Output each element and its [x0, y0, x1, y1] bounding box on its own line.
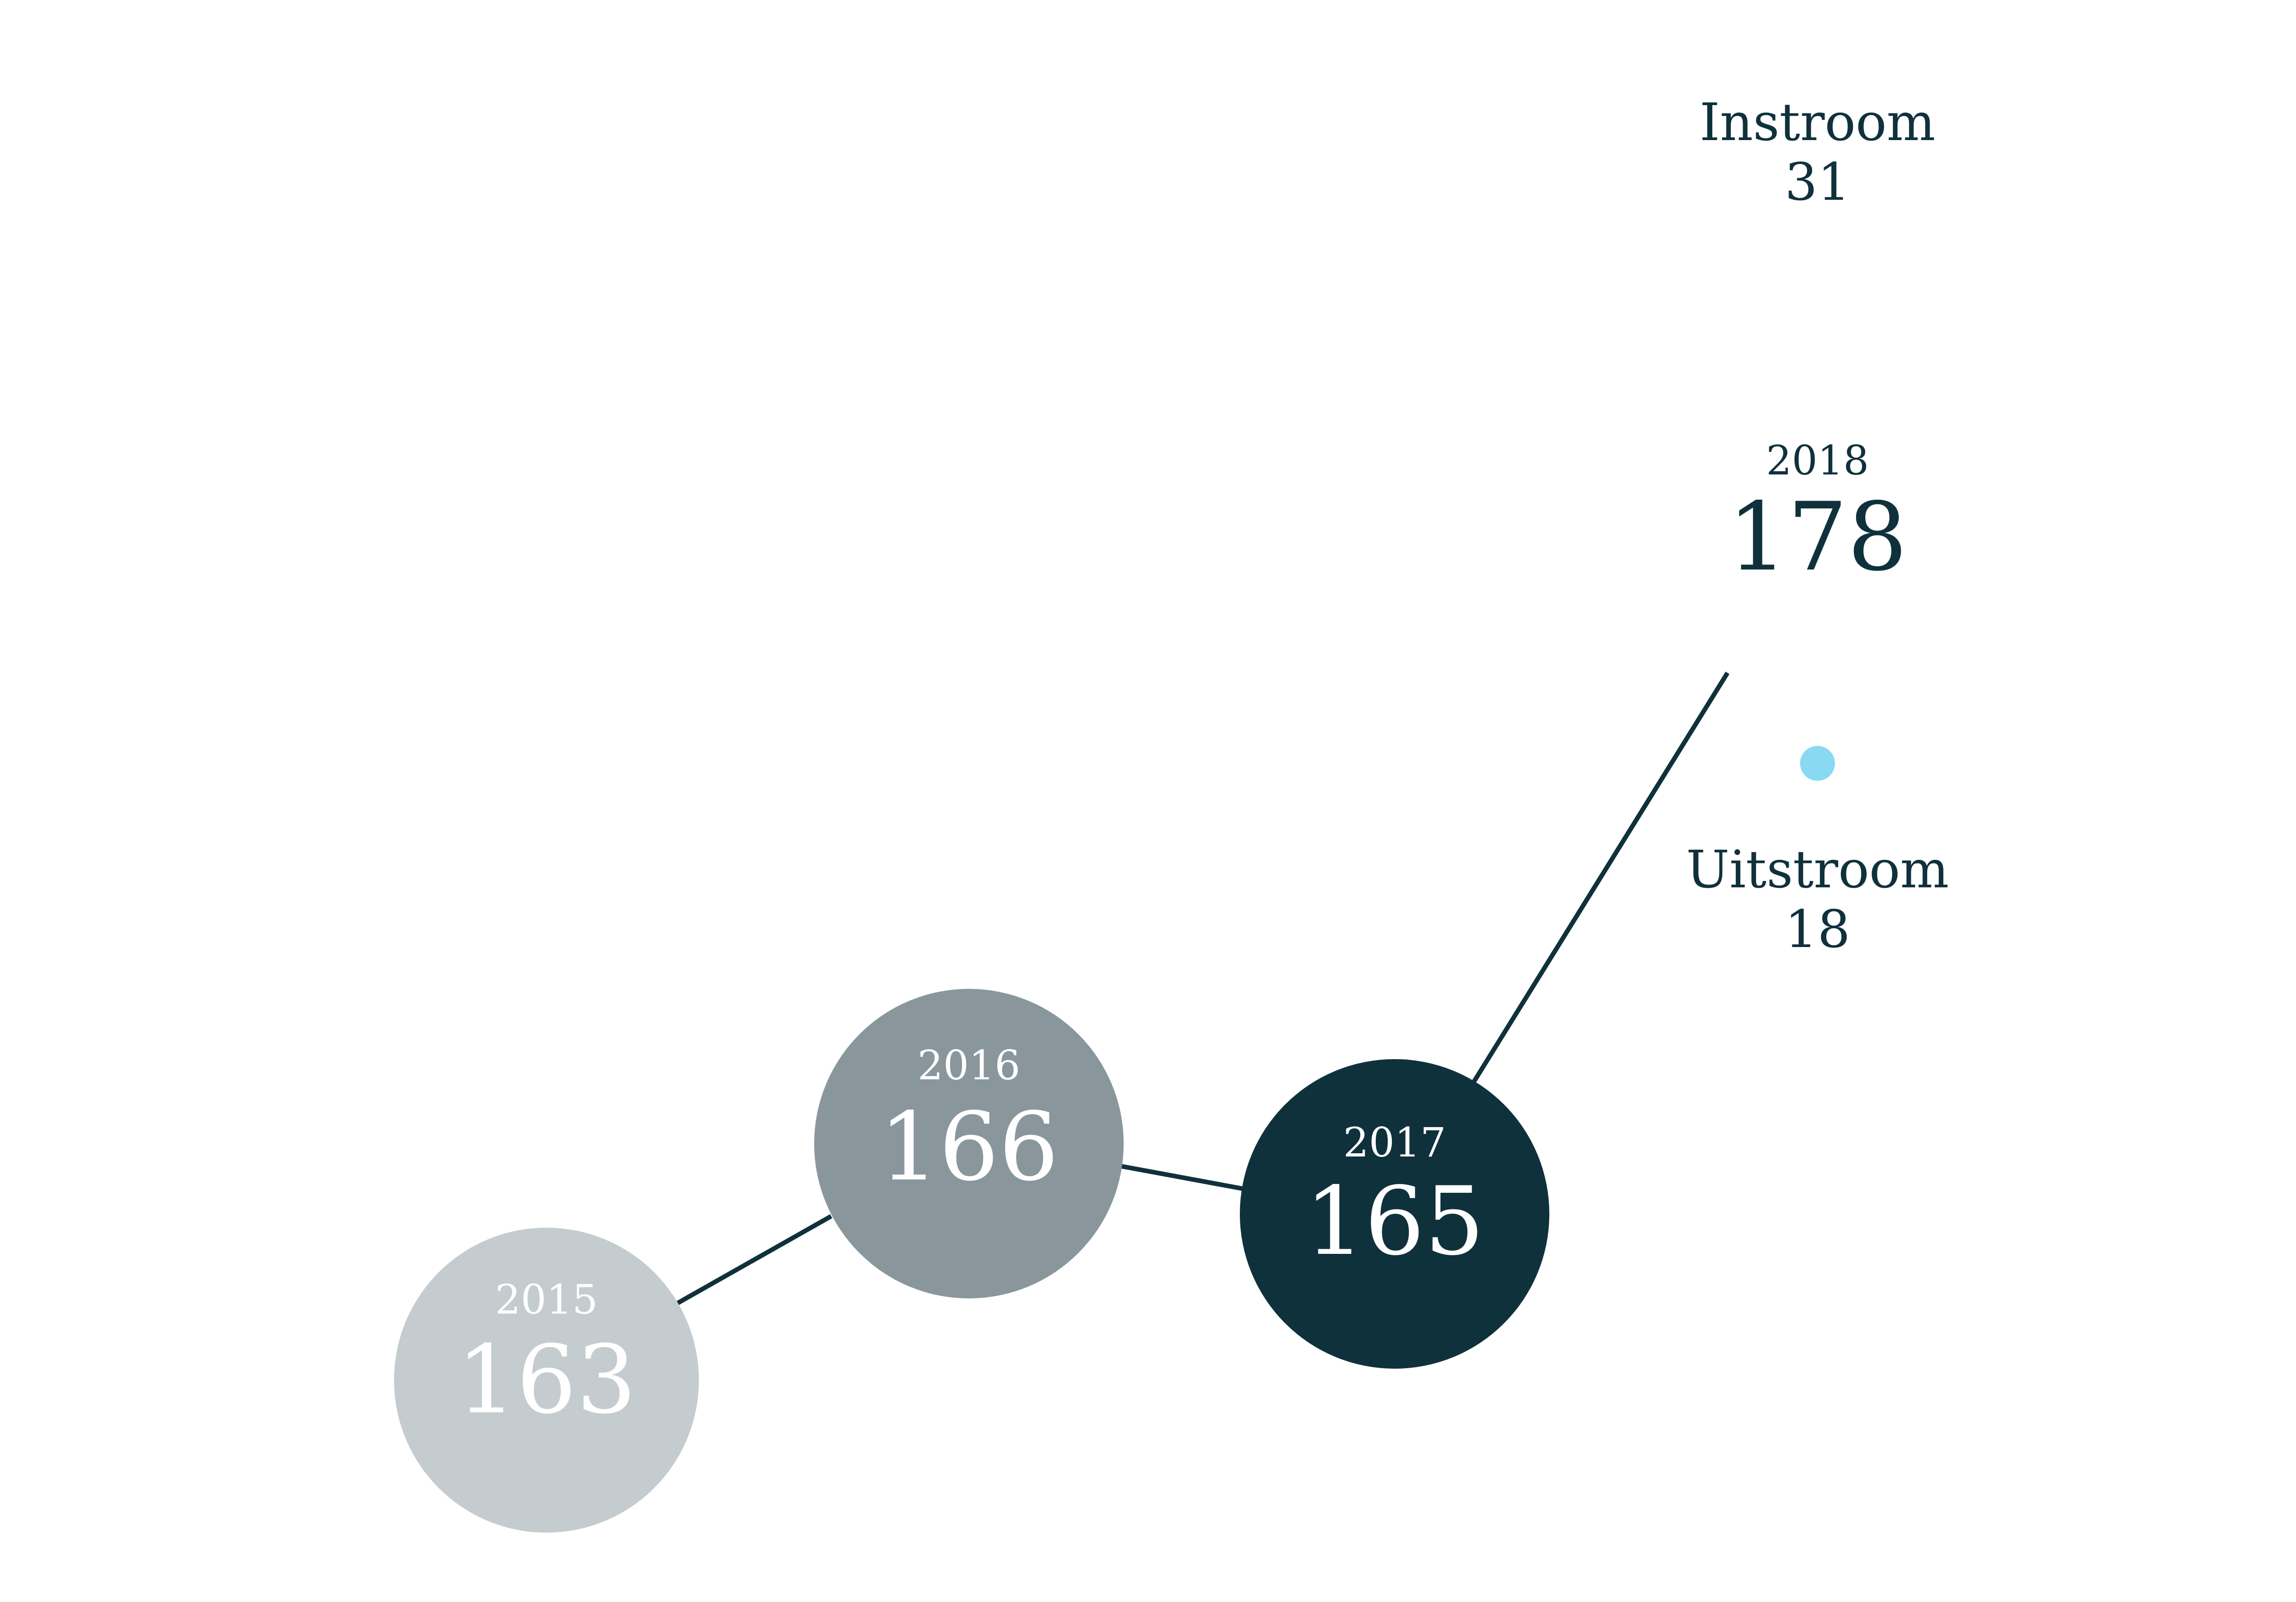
bubble-2017: [1240, 1059, 1549, 1369]
connector-2017-2018: [1469, 671, 1730, 1088]
inflow-label: Instroom: [1699, 93, 1935, 152]
bubble-2016: [814, 989, 1124, 1298]
connector-2016-2017: [1115, 1163, 1243, 1191]
value-label-2017: 165: [1305, 1167, 1484, 1276]
year-label-2016: 2016: [917, 1042, 1020, 1089]
inflow-value: 31: [1785, 152, 1851, 212]
connector-2015-2016: [676, 1214, 833, 1305]
outflow-label: Uitstroom: [1686, 840, 1949, 900]
year-label-2018: 2018: [1766, 437, 1869, 484]
value-label-2015: 163: [456, 1326, 636, 1435]
value-label-2016: 166: [879, 1093, 1058, 1202]
year-label-2015: 2015: [495, 1276, 598, 1323]
outflow-value: 18: [1785, 900, 1851, 959]
value-label-2018: 178: [1728, 483, 1907, 592]
year-label-2017: 2017: [1343, 1119, 1446, 1166]
bubble-2015: [394, 1228, 699, 1533]
flow-marker-dot: [1800, 746, 1835, 781]
